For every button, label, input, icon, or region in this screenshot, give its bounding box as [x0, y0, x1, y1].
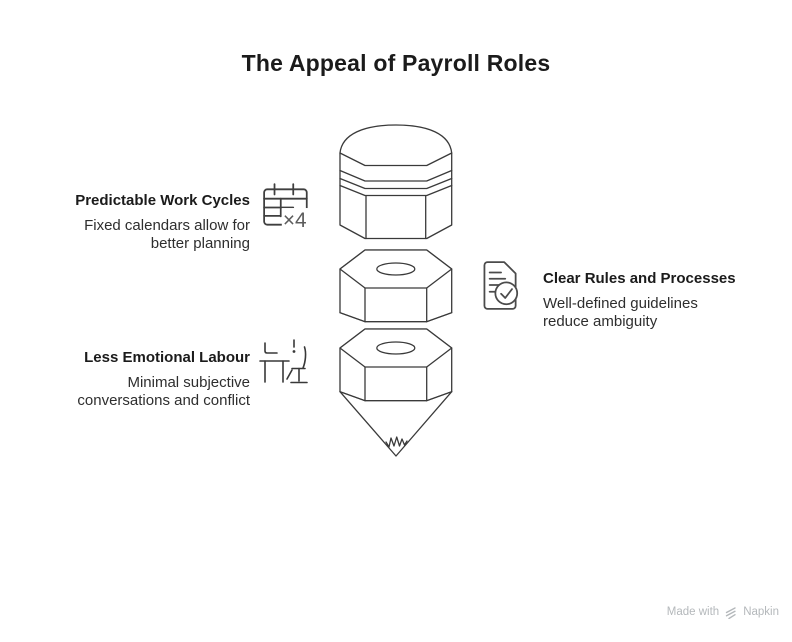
item-clear-rules-processes: Clear Rules and Processes Well-defined g…: [543, 270, 736, 331]
pencil-bottom-segment: [339, 328, 453, 457]
calendar-x4-icon: ×4: [263, 183, 312, 232]
item-less-emotional-labour: Less Emotional Labour Minimal subjective…: [54, 349, 250, 410]
pencil-middle-segment: [339, 249, 453, 323]
item-description: Fixed calendars allow for better plannin…: [84, 217, 250, 252]
item-description: Well-defined guidelines reduce ambiguity: [543, 295, 698, 330]
watermark-brand: Napkin: [743, 606, 779, 618]
pencil-top-segment: [339, 124, 453, 240]
watermark-made-with: Made with: [666, 606, 720, 618]
napkin-logo-icon: [725, 607, 736, 619]
exploded-pencil-illustration: [339, 124, 453, 457]
calendar-multiplier-label: ×4: [283, 209, 307, 232]
item-heading: Predictable Work Cycles: [75, 192, 250, 209]
watermark[interactable]: Made with Napkin: [667, 605, 779, 619]
meeting-conflict-icon: [259, 339, 308, 384]
page-title: The Appeal of Payroll Roles: [241, 50, 551, 76]
item-predictable-work-cycles: Predictable Work Cycles Fixed calendars …: [75, 192, 250, 253]
item-heading: Less Emotional Labour: [84, 349, 250, 366]
item-heading: Clear Rules and Processes: [543, 270, 736, 287]
item-description: Minimal subjective conversations and con…: [77, 374, 250, 409]
document-check-icon: [483, 261, 519, 310]
